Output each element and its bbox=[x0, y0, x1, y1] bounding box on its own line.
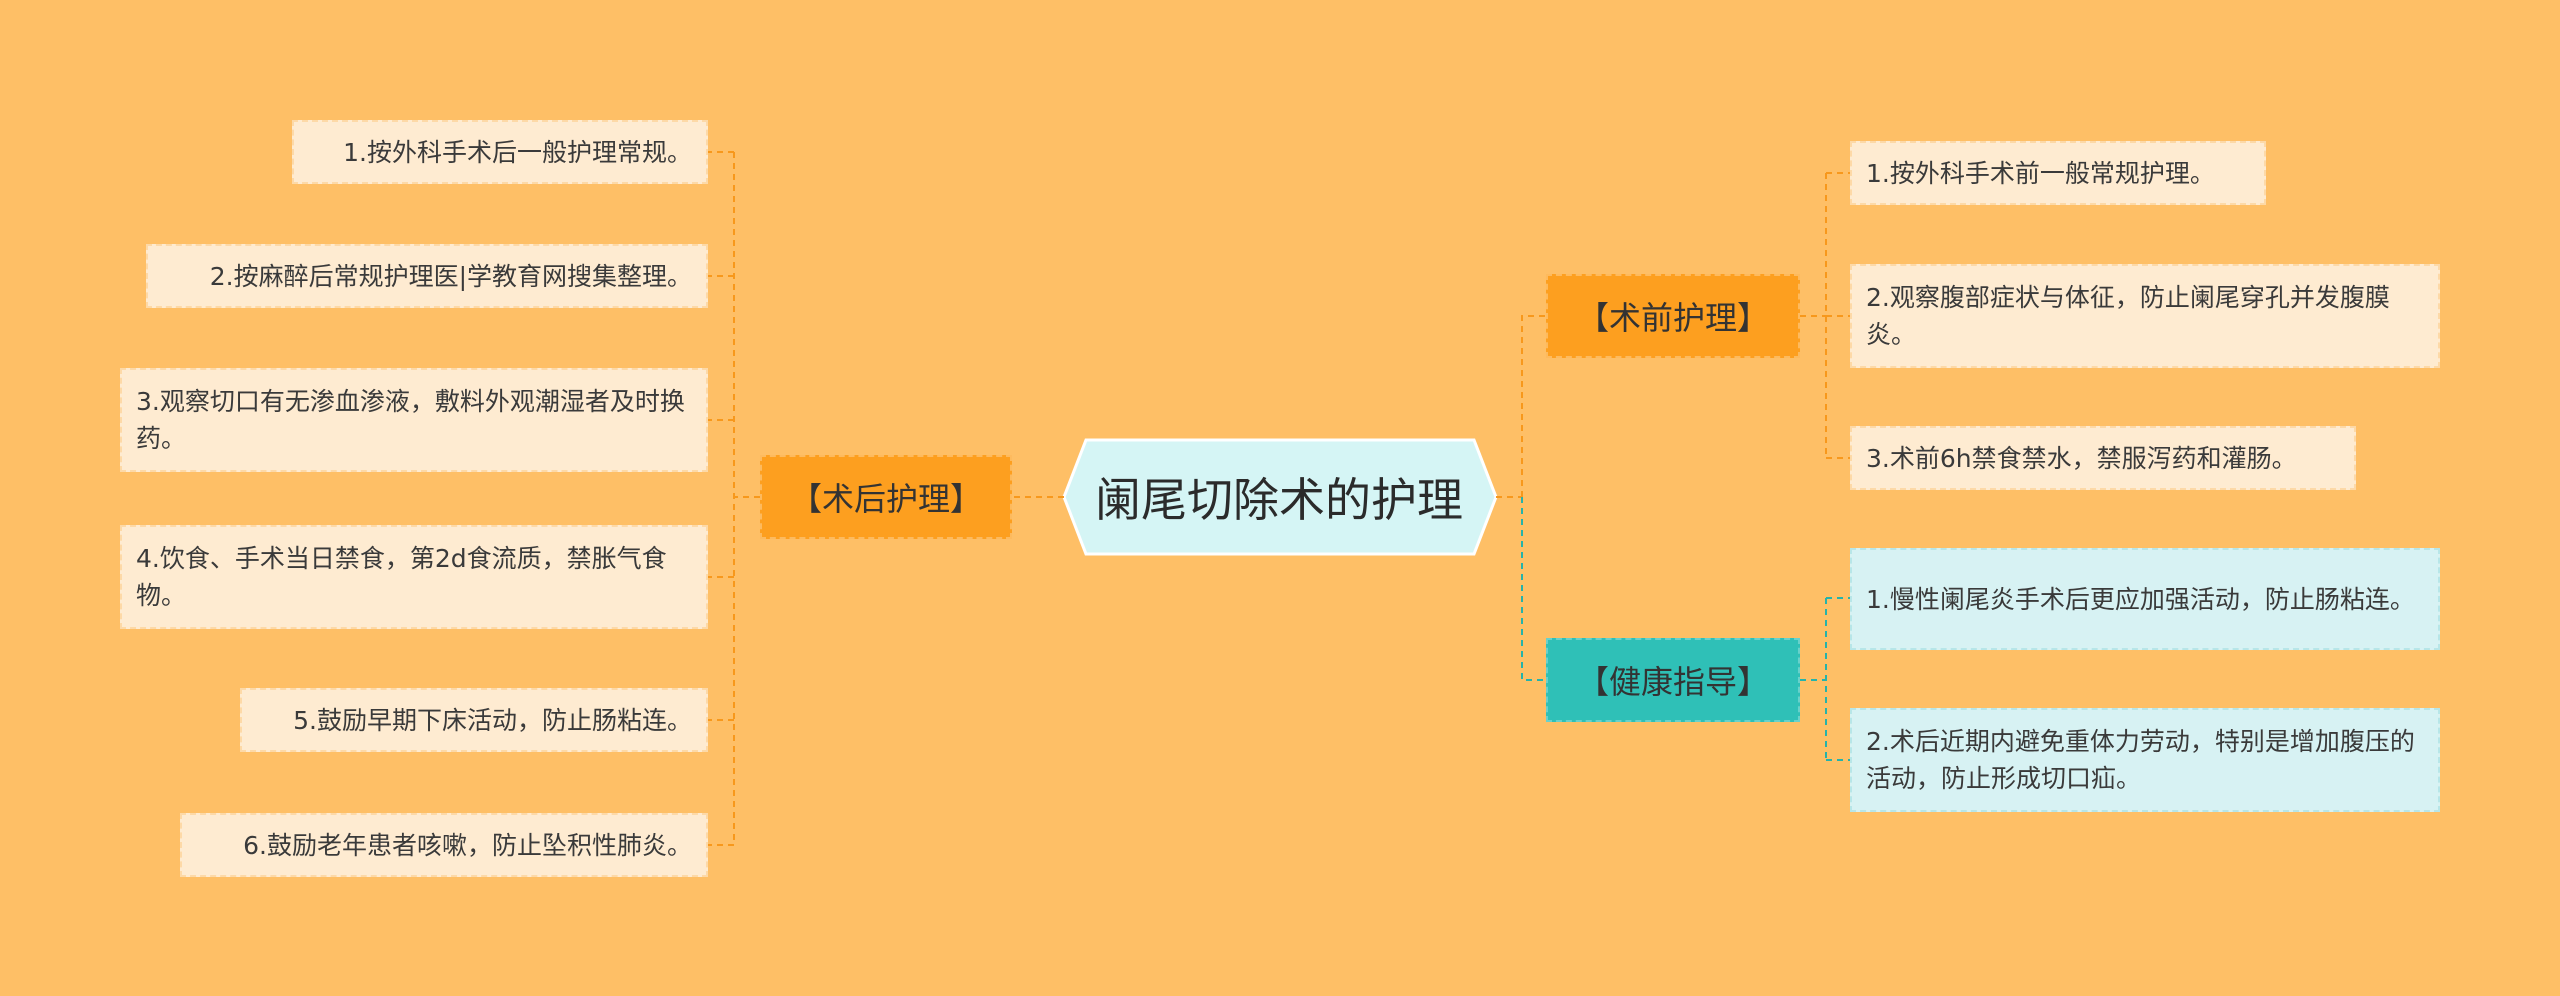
post-op-item-1: 1.按外科手术后一般护理常规。 bbox=[292, 120, 708, 184]
pre-op-item-3: 3.术前6h禁食禁水，禁服泻药和灌肠。 bbox=[1850, 426, 2356, 490]
branch-pre-op: 【术前护理】 bbox=[1546, 274, 1800, 358]
post-op-item-5: 5.鼓励早期下床活动，防止肠粘连。 bbox=[240, 688, 708, 752]
pre-op-item-2: 2.观察腹部症状与体征，防止阑尾穿孔并发腹膜炎。 bbox=[1850, 264, 2440, 368]
root-node-label: 阑尾切除术的护理 bbox=[1095, 473, 1463, 527]
branch-post-op: 【术后护理】 bbox=[760, 455, 1012, 539]
post-op-item-3: 3.观察切口有无渗血渗液，敷料外观潮湿者及时换药。 bbox=[120, 368, 708, 472]
post-op-item-4: 4.饮食、手术当日禁食，第2d食流质，禁胀气食物。 bbox=[120, 525, 708, 629]
health-item-2: 2.术后近期内避免重体力劳动，特别是增加腹压的活动，防止形成切口疝。 bbox=[1850, 708, 2440, 812]
connector-health-elbow bbox=[1521, 497, 1546, 681]
post-op-item-2: 2.按麻醉后常规护理医|学教育网搜集整理。 bbox=[146, 244, 708, 308]
post-op-item-6: 6.鼓励老年患者咳嗽，防止坠积性肺炎。 bbox=[180, 813, 708, 877]
connector-pre-op-elbow bbox=[1521, 315, 1546, 497]
health-item-1: 1.慢性阑尾炎手术后更应加强活动，防止肠粘连。 bbox=[1850, 548, 2440, 650]
branch-health-guidance: 【健康指导】 bbox=[1546, 638, 1800, 722]
pre-op-item-1: 1.按外科手术前一般常规护理。 bbox=[1850, 141, 2266, 205]
